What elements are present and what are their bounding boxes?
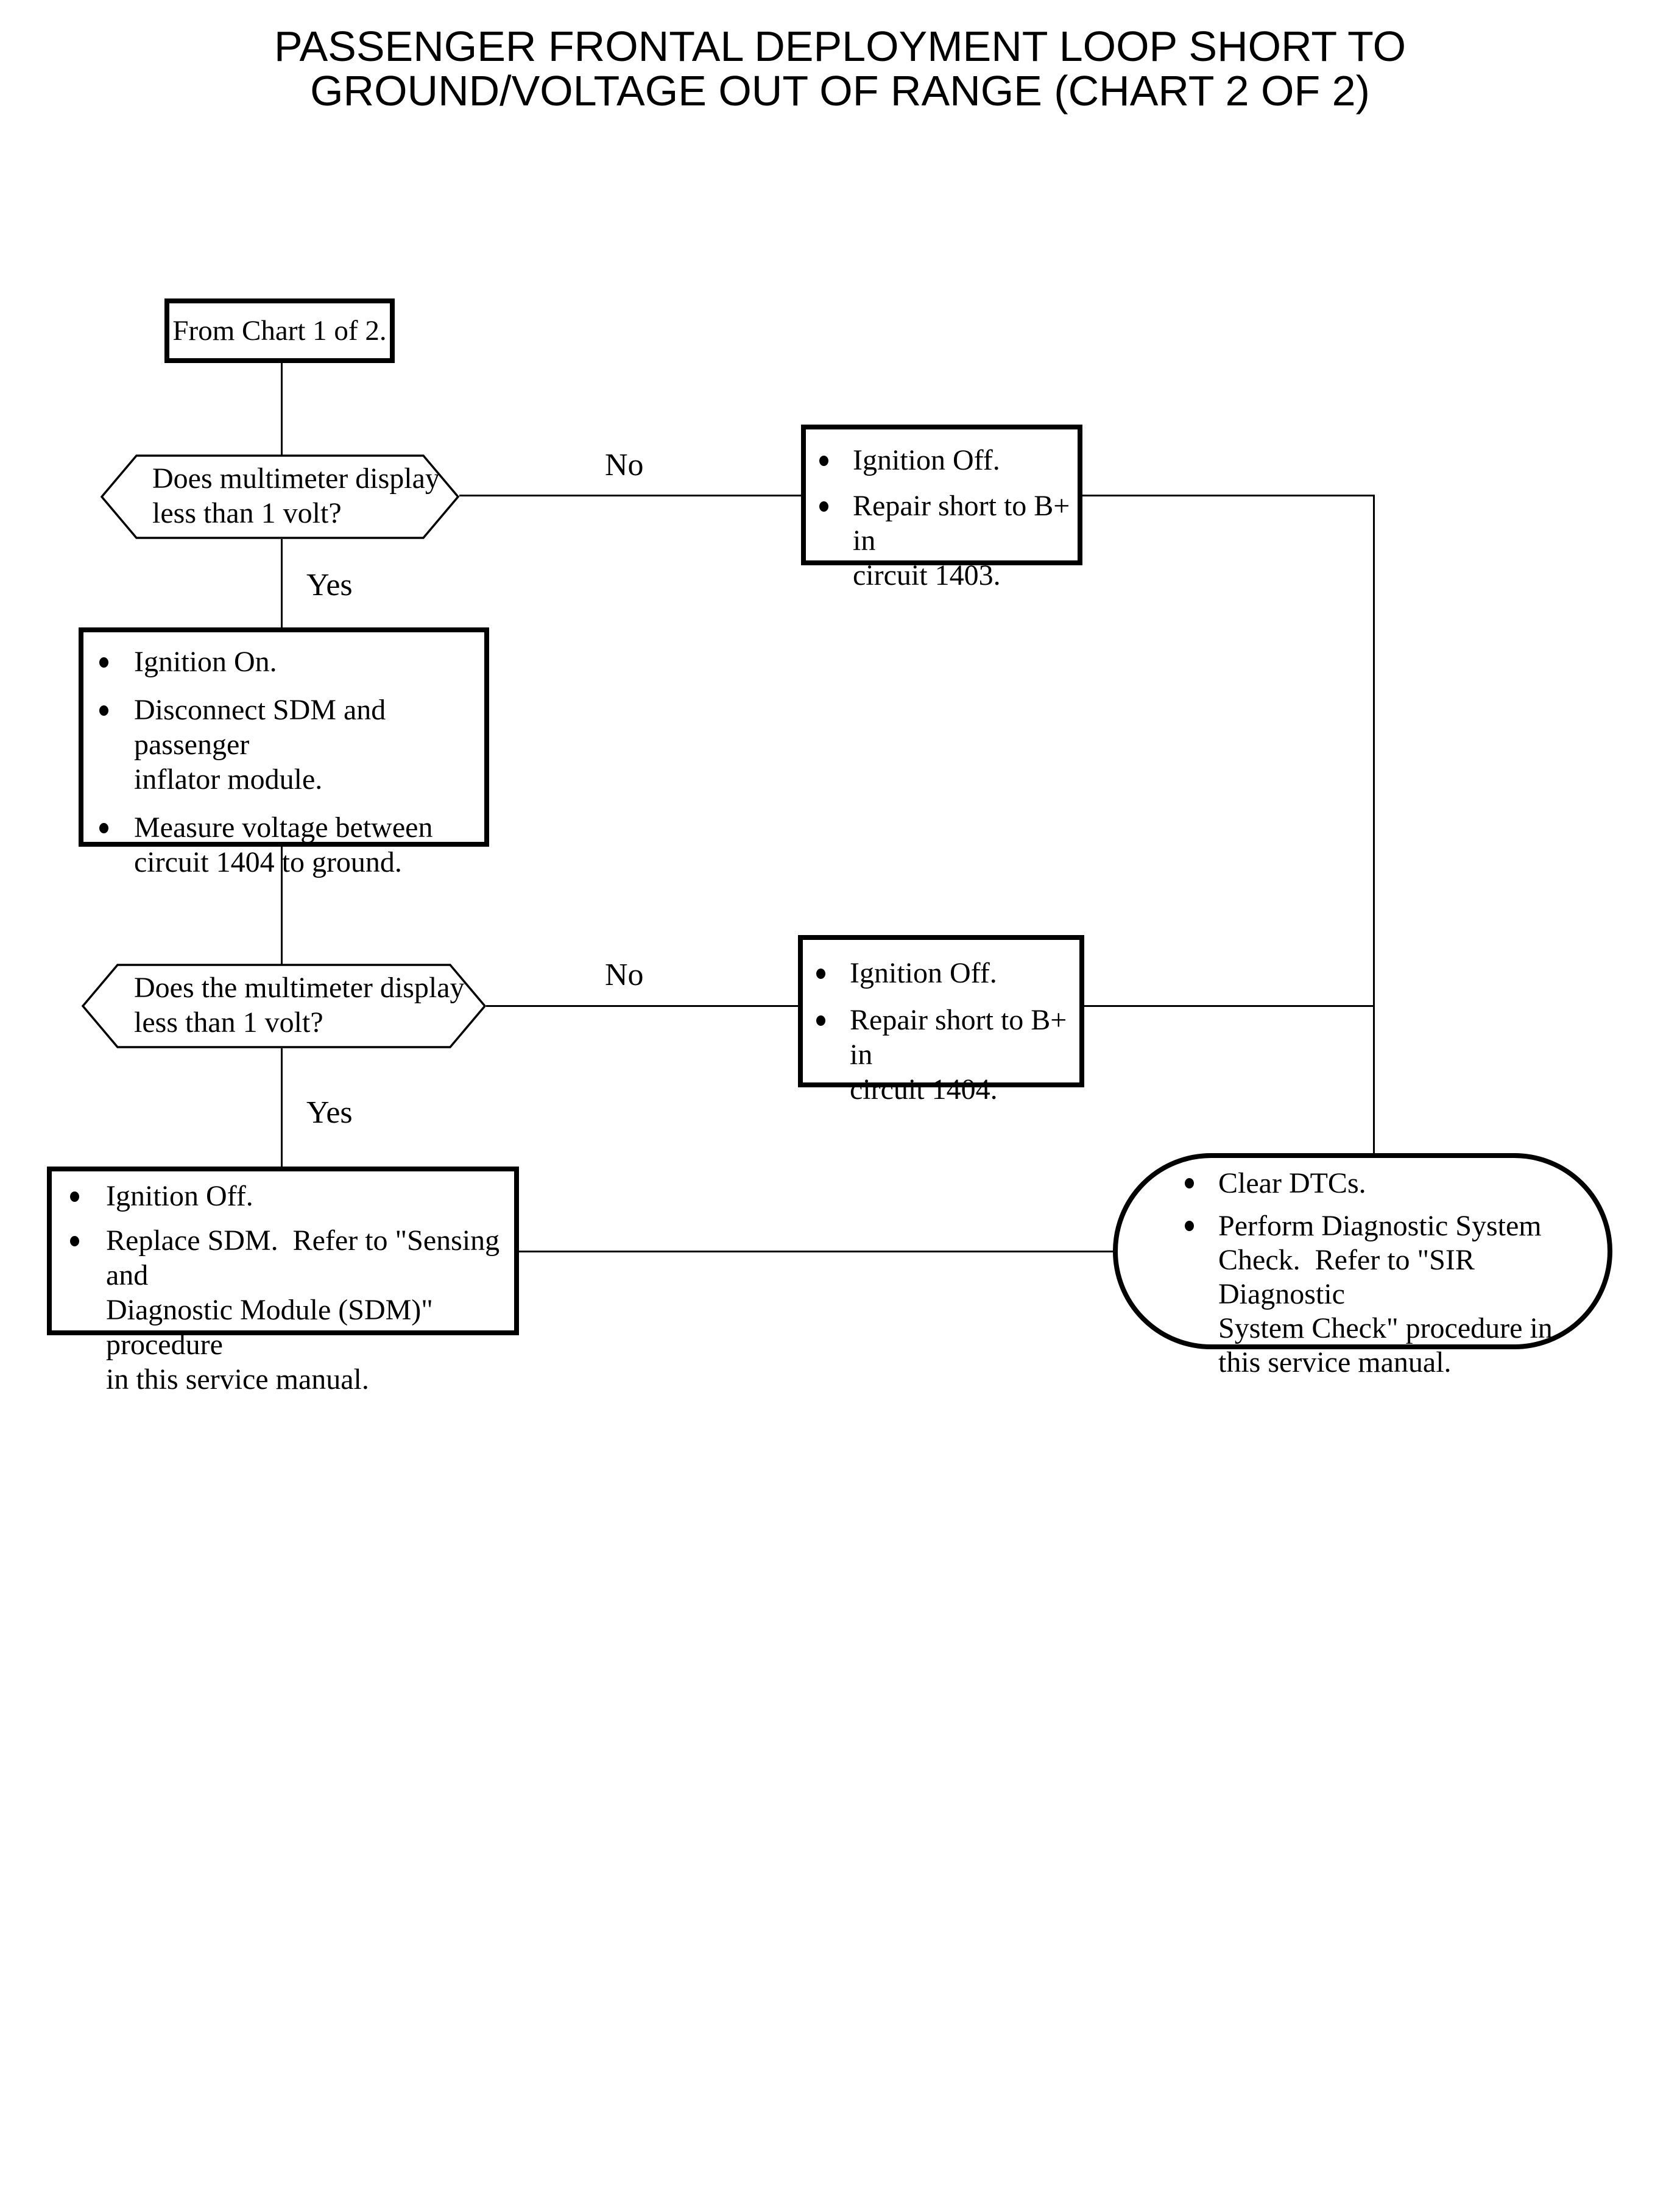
- list-item: Measure voltage between circuit 1404 to …: [99, 810, 479, 880]
- action-no2-node: Ignition Off. Repair short to B+ in circ…: [798, 935, 1084, 1106]
- bullet-icon: [1185, 1178, 1194, 1188]
- bullet-icon: [816, 1015, 825, 1026]
- branch-label-yes-2: Yes: [306, 1095, 353, 1130]
- bullet-icon: [819, 501, 828, 512]
- decision2-node: Does the multimeter display less than 1 …: [82, 964, 486, 1048]
- page-title-line2: GROUND/VOLTAGE OUT OF RANGE (CHART 2 OF …: [310, 67, 1370, 115]
- list-item: Clear DTCs.: [1185, 1167, 1601, 1201]
- connector-rail-to-terminal: [1373, 495, 1375, 1156]
- connector-process1-to-decision2: [281, 847, 283, 965]
- list-item: Disconnect SDM and passenger inflator mo…: [99, 693, 479, 797]
- bullet-icon: [1185, 1221, 1194, 1231]
- process1-item-2: Disconnect SDM and passenger inflator mo…: [134, 694, 386, 796]
- branch-label-no-2: No: [605, 958, 644, 992]
- start-node-text: From Chart 1 of 2.: [172, 315, 387, 347]
- list-item: Repair short to B+ in circuit 1404.: [816, 1003, 1075, 1107]
- process1-item-1: Ignition On.: [134, 646, 277, 678]
- branch-label-yes-1: Yes: [306, 568, 353, 602]
- bullet-icon: [99, 705, 108, 716]
- connector-decision2-no: [486, 1005, 799, 1007]
- decision1-text: Does multimeter display less than 1 volt…: [152, 462, 440, 529]
- list-item: Repair short to B+ in circuit 1403.: [819, 489, 1073, 593]
- bullet-icon: [816, 969, 825, 979]
- terminal-item-2: Perform Diagnostic System Check. Refer t…: [1218, 1210, 1553, 1379]
- process1-node: Ignition On. Disconnect SDM and passenge…: [79, 627, 489, 878]
- list-item: Ignition Off.: [70, 1179, 509, 1213]
- bullet-icon: [70, 1236, 79, 1246]
- connector-no1-to-rail: [1082, 495, 1375, 496]
- decision1-node: Does multimeter display less than 1 volt…: [101, 454, 459, 539]
- list-item: Perform Diagnostic System Check. Refer t…: [1185, 1209, 1601, 1380]
- connector-no2-to-rail: [1084, 1005, 1375, 1007]
- connector-start-to-decision1: [281, 363, 283, 456]
- list-item: Ignition Off.: [819, 443, 1073, 478]
- list-item: Replace SDM. Refer to "Sensing and Diagn…: [70, 1223, 509, 1397]
- action-yes2-item-1: Ignition Off.: [106, 1180, 253, 1212]
- connector-decision1-no: [459, 495, 802, 496]
- bullet-icon: [99, 657, 108, 668]
- start-node: From Chart 1 of 2.: [164, 298, 395, 363]
- connector-yes2-to-terminal: [519, 1251, 1114, 1252]
- action-no1-item-1: Ignition Off.: [853, 444, 1000, 476]
- bullet-icon: [99, 823, 108, 833]
- connector-decision1-yes: [281, 539, 283, 629]
- action-no1-node: Ignition Off. Repair short to B+ in circ…: [801, 425, 1082, 591]
- page-title-line1: PASSENGER FRONTAL DEPLOYMENT LOOP SHORT …: [274, 23, 1406, 70]
- terminal-node: Clear DTCs. Perform Diagnostic System Ch…: [1113, 1153, 1612, 1379]
- bullet-icon: [70, 1191, 79, 1202]
- terminal-item-1: Clear DTCs.: [1218, 1167, 1366, 1199]
- action-yes2-node: Ignition Off. Replace SDM. Refer to "Sen…: [47, 1167, 519, 1396]
- process1-item-3: Measure voltage between circuit 1404 to …: [134, 811, 433, 878]
- bullet-icon: [819, 456, 828, 466]
- action-no2-item-2: Repair short to B+ in circuit 1404.: [850, 1004, 1067, 1106]
- list-item: Ignition On.: [99, 644, 479, 679]
- branch-label-no-1: No: [605, 448, 644, 482]
- action-yes2-item-2: Replace SDM. Refer to "Sensing and Diagn…: [106, 1224, 500, 1396]
- page-title: PASSENGER FRONTAL DEPLOYMENT LOOP SHORT …: [0, 24, 1680, 113]
- action-no1-item-2: Repair short to B+ in circuit 1403.: [853, 490, 1070, 591]
- list-item: Ignition Off.: [816, 956, 1075, 990]
- connector-decision2-yes: [281, 1048, 283, 1168]
- decision2-text: Does the multimeter display less than 1 …: [134, 972, 465, 1039]
- action-no2-item-1: Ignition Off.: [850, 957, 997, 989]
